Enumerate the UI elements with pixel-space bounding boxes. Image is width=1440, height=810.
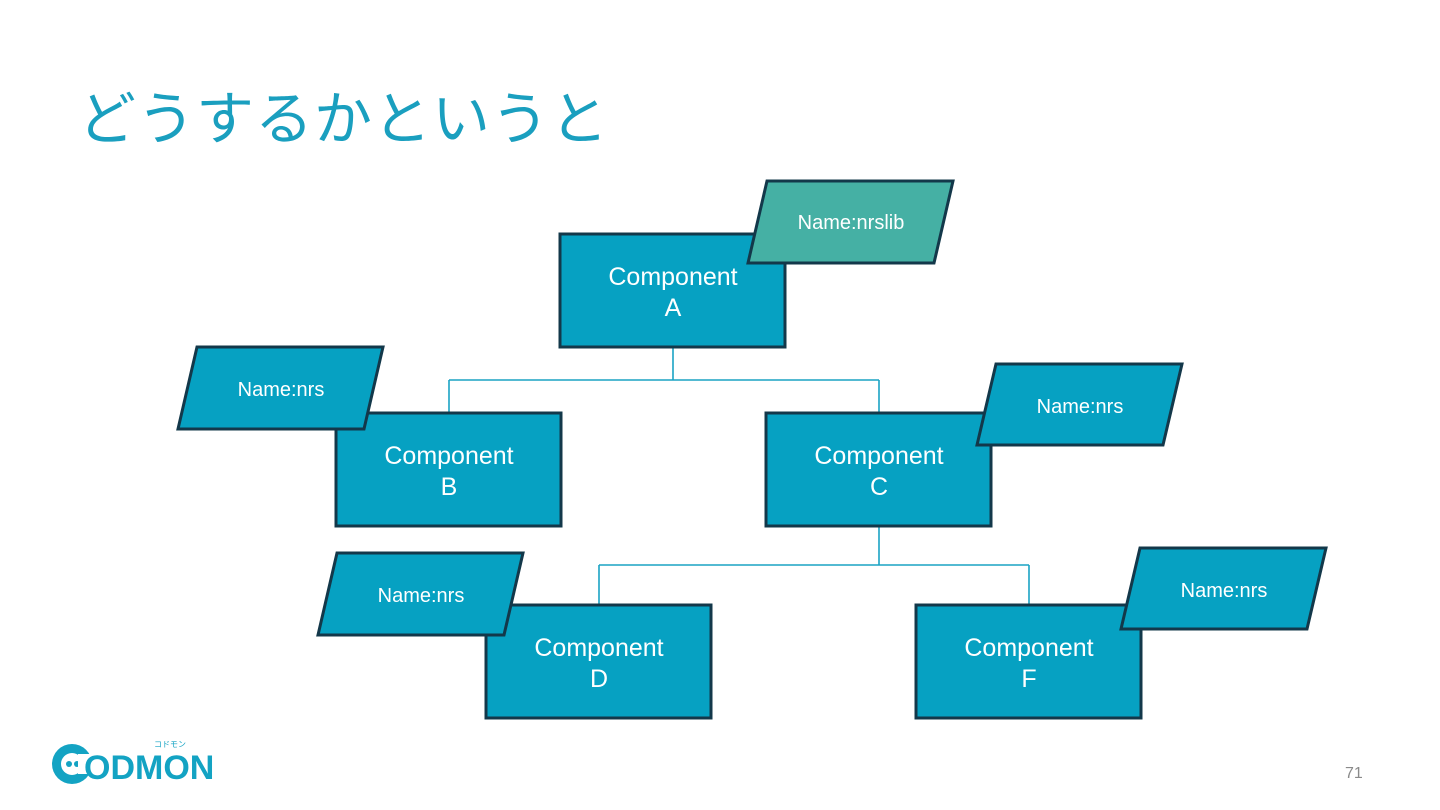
logo-wordmark: ODMON (84, 749, 214, 787)
logo-kana: コドモン (154, 740, 186, 749)
component-c-node: Component C (764, 411, 993, 528)
slide-title: どうするかというと (78, 85, 610, 153)
component-b-box (334, 411, 563, 528)
component-c-label-line2: C (870, 473, 888, 501)
component-f-label-line1: Component (964, 634, 1093, 662)
tag-d-label: Name:nrs (378, 585, 465, 607)
tag-c-shape (975, 362, 1184, 447)
tag-a-label: Name:nrslib (798, 212, 905, 234)
component-a-node: Component A (558, 232, 787, 349)
tag-b-shape (176, 345, 385, 431)
tag-f-shape (1119, 546, 1328, 631)
connector-lines (448, 347, 1030, 605)
edge-a-bc (448, 347, 880, 413)
component-b-label-line1: Component (384, 442, 513, 470)
tag-f: Name:nrs (1119, 546, 1328, 631)
codmon-logo: コドモン ODMON (48, 738, 228, 795)
component-f-node: Component F (914, 603, 1143, 720)
component-d-label-line1: Component (534, 634, 663, 662)
component-b-node: Component B (334, 411, 563, 528)
component-d-box (484, 603, 713, 720)
tag-b-label: Name:nrs (238, 379, 325, 401)
edge-c-df (598, 526, 1030, 605)
component-c-box (764, 411, 993, 528)
component-d-node: Component D (484, 603, 713, 720)
component-f-box (914, 603, 1143, 720)
component-c-label-line1: Component (814, 442, 943, 470)
component-a-label-line1: Component (608, 263, 737, 291)
tag-b: Name:nrs (176, 345, 385, 431)
tag-a: Name:nrslib (746, 179, 955, 265)
component-a-label-line2: A (665, 294, 682, 322)
page-number: 71 (1345, 765, 1363, 782)
tag-a-shape (746, 179, 955, 265)
tag-d: Name:nrs (316, 551, 525, 637)
tag-f-label: Name:nrs (1181, 580, 1268, 602)
component-a-box (558, 232, 787, 349)
logo-face-icon (52, 744, 94, 784)
component-d-label-line2: D (590, 665, 608, 693)
tag-d-shape (316, 551, 525, 637)
component-f-label-line2: F (1021, 665, 1036, 693)
tag-c: Name:nrs (975, 362, 1184, 447)
component-b-label-line2: B (441, 473, 458, 501)
tag-c-label: Name:nrs (1037, 396, 1124, 418)
